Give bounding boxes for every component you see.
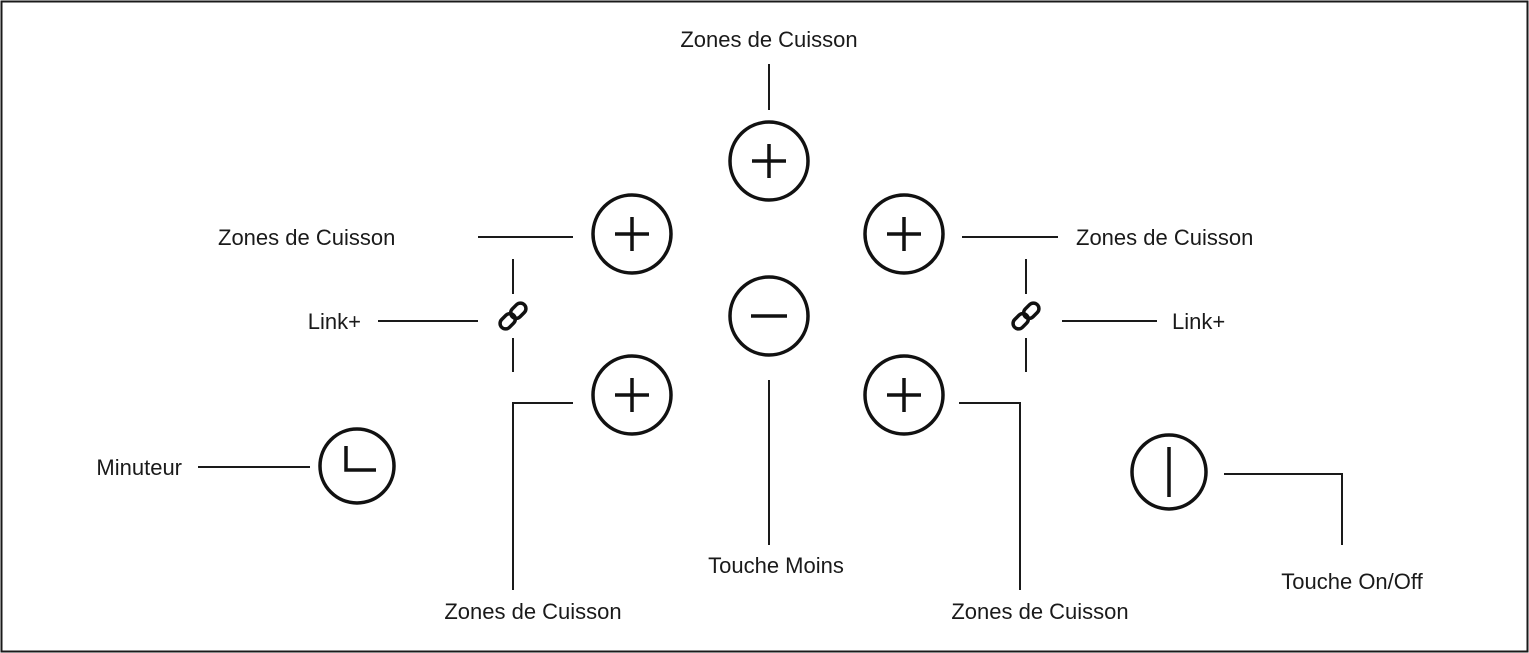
plus-icon	[615, 217, 649, 251]
leader-zone-right-lower	[959, 402, 1021, 590]
minus-button[interactable]	[728, 275, 810, 357]
zone-left-upper-plus-button[interactable]	[591, 193, 673, 275]
link-chain-icon[interactable]	[1011, 301, 1041, 331]
clock-icon	[344, 446, 376, 472]
plus-icon	[887, 217, 921, 251]
zone-right-lower-plus-button[interactable]	[863, 354, 945, 436]
label-minus: Touche Moins	[708, 553, 844, 578]
zone-left-lower-plus-button[interactable]	[591, 354, 673, 436]
leader-onoff	[1224, 473, 1343, 545]
label-link-right: Link+	[1172, 309, 1225, 334]
label-zone-right-upper: Zones de Cuisson	[1076, 225, 1253, 250]
label-onoff: Touche On/Off	[1281, 569, 1423, 594]
plus-icon	[887, 378, 921, 412]
zone-right-upper-plus-button[interactable]	[863, 193, 945, 275]
leader-zone-left-lower	[512, 402, 573, 590]
timer-button[interactable]	[318, 427, 396, 505]
label-zone-left-lower: Zones de Cuisson	[444, 599, 621, 624]
label-zone-right-lower: Zones de Cuisson	[951, 599, 1128, 624]
plus-icon	[615, 378, 649, 412]
label-zone-left-upper: Zones de Cuisson	[218, 225, 395, 250]
link-chain-icon[interactable]	[498, 301, 528, 331]
label-timer: Minuteur	[96, 455, 182, 480]
plus-icon	[752, 144, 786, 178]
label-link-left: Link+	[308, 309, 361, 334]
label-zone-top: Zones de Cuisson	[680, 27, 857, 52]
onoff-button[interactable]	[1130, 433, 1208, 511]
zone-top-plus-button[interactable]	[728, 120, 810, 202]
